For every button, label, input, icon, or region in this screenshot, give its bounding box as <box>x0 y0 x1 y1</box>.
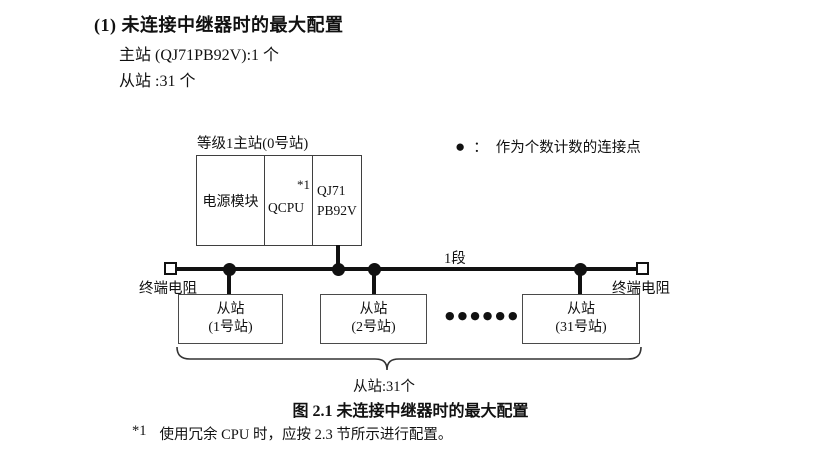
terminating-resistor-right-label: 终端电阻 <box>612 281 670 297</box>
slave31-label-line2: (31号站) <box>555 320 607 335</box>
cpu-footnote-marker: *1 <box>297 177 310 192</box>
slave3-drop-line <box>578 269 582 295</box>
slave31-label-line1: 从站 <box>567 302 595 318</box>
slave-station-box-31: 从站 (31号站) <box>522 294 640 344</box>
figure-caption: 图 2.1 未连接中继器时的最大配置 <box>292 403 529 420</box>
network-module-label-line2: PB92V <box>317 202 357 218</box>
slave-station-box-1: 从站 (1号站) <box>178 294 283 344</box>
connection-dot <box>332 263 345 276</box>
power-module-label: 电源模块 <box>202 194 259 210</box>
footnote-text: 使用冗余 CPU 时，应按 2.3 节所示进行配置。 <box>159 427 453 443</box>
bus-line <box>170 267 643 271</box>
power-module-cell: 电源模块 <box>197 156 265 245</box>
ellipsis-dots: ●●●●●● <box>445 309 521 322</box>
slave-count-line: 从站 :31 个 <box>119 73 196 90</box>
slave1-drop-line <box>227 269 231 295</box>
master-station-box: 电源模块 *1 QCPU QJ71 PB92V <box>196 155 362 246</box>
footnote-marker: *1 <box>132 423 147 439</box>
slave-total-label: 从站:31个 <box>353 379 416 395</box>
terminating-resistor-left-label: 终端电阻 <box>139 281 197 297</box>
terminating-resistor-left-icon <box>164 262 177 275</box>
slaves-brace <box>176 347 642 371</box>
legend-separator: ： <box>473 140 488 156</box>
segment-label: 1段 <box>444 251 466 267</box>
master-station-label: 等级1主站(0号站) <box>197 136 309 152</box>
slave1-label-line2: (1号站) <box>208 320 253 335</box>
slave1-label-line1: 从站 <box>216 302 245 318</box>
slave2-label-line1: 从站 <box>359 302 388 318</box>
cpu-module-label: QCPU <box>268 199 305 215</box>
section-title: (1) 未连接中继器时的最大配置 <box>94 15 344 35</box>
terminating-resistor-right-icon <box>636 262 649 275</box>
legend-text: 作为个数计数的连接点 <box>495 140 641 156</box>
cpu-module-cell: *1 QCPU <box>265 156 313 245</box>
master-drop-line <box>336 245 340 270</box>
network-module-label-line1: QJ71 <box>317 182 346 198</box>
footnote: *1 使用冗余 CPU 时，应按 2.3 节所示进行配置。 <box>132 423 452 444</box>
master-count-line: 主站 (QJ71PB92V):1 个 <box>119 47 280 64</box>
slave2-label-line2: (2号站) <box>351 320 396 335</box>
slave-station-box-2: 从站 (2号站) <box>320 294 427 344</box>
slave2-drop-line <box>372 269 376 295</box>
network-module-cell: QJ71 PB92V <box>313 156 361 245</box>
connection-point-dot-icon: ● <box>455 137 466 156</box>
legend: ● ： 作为个数计数的连接点 <box>455 136 641 157</box>
